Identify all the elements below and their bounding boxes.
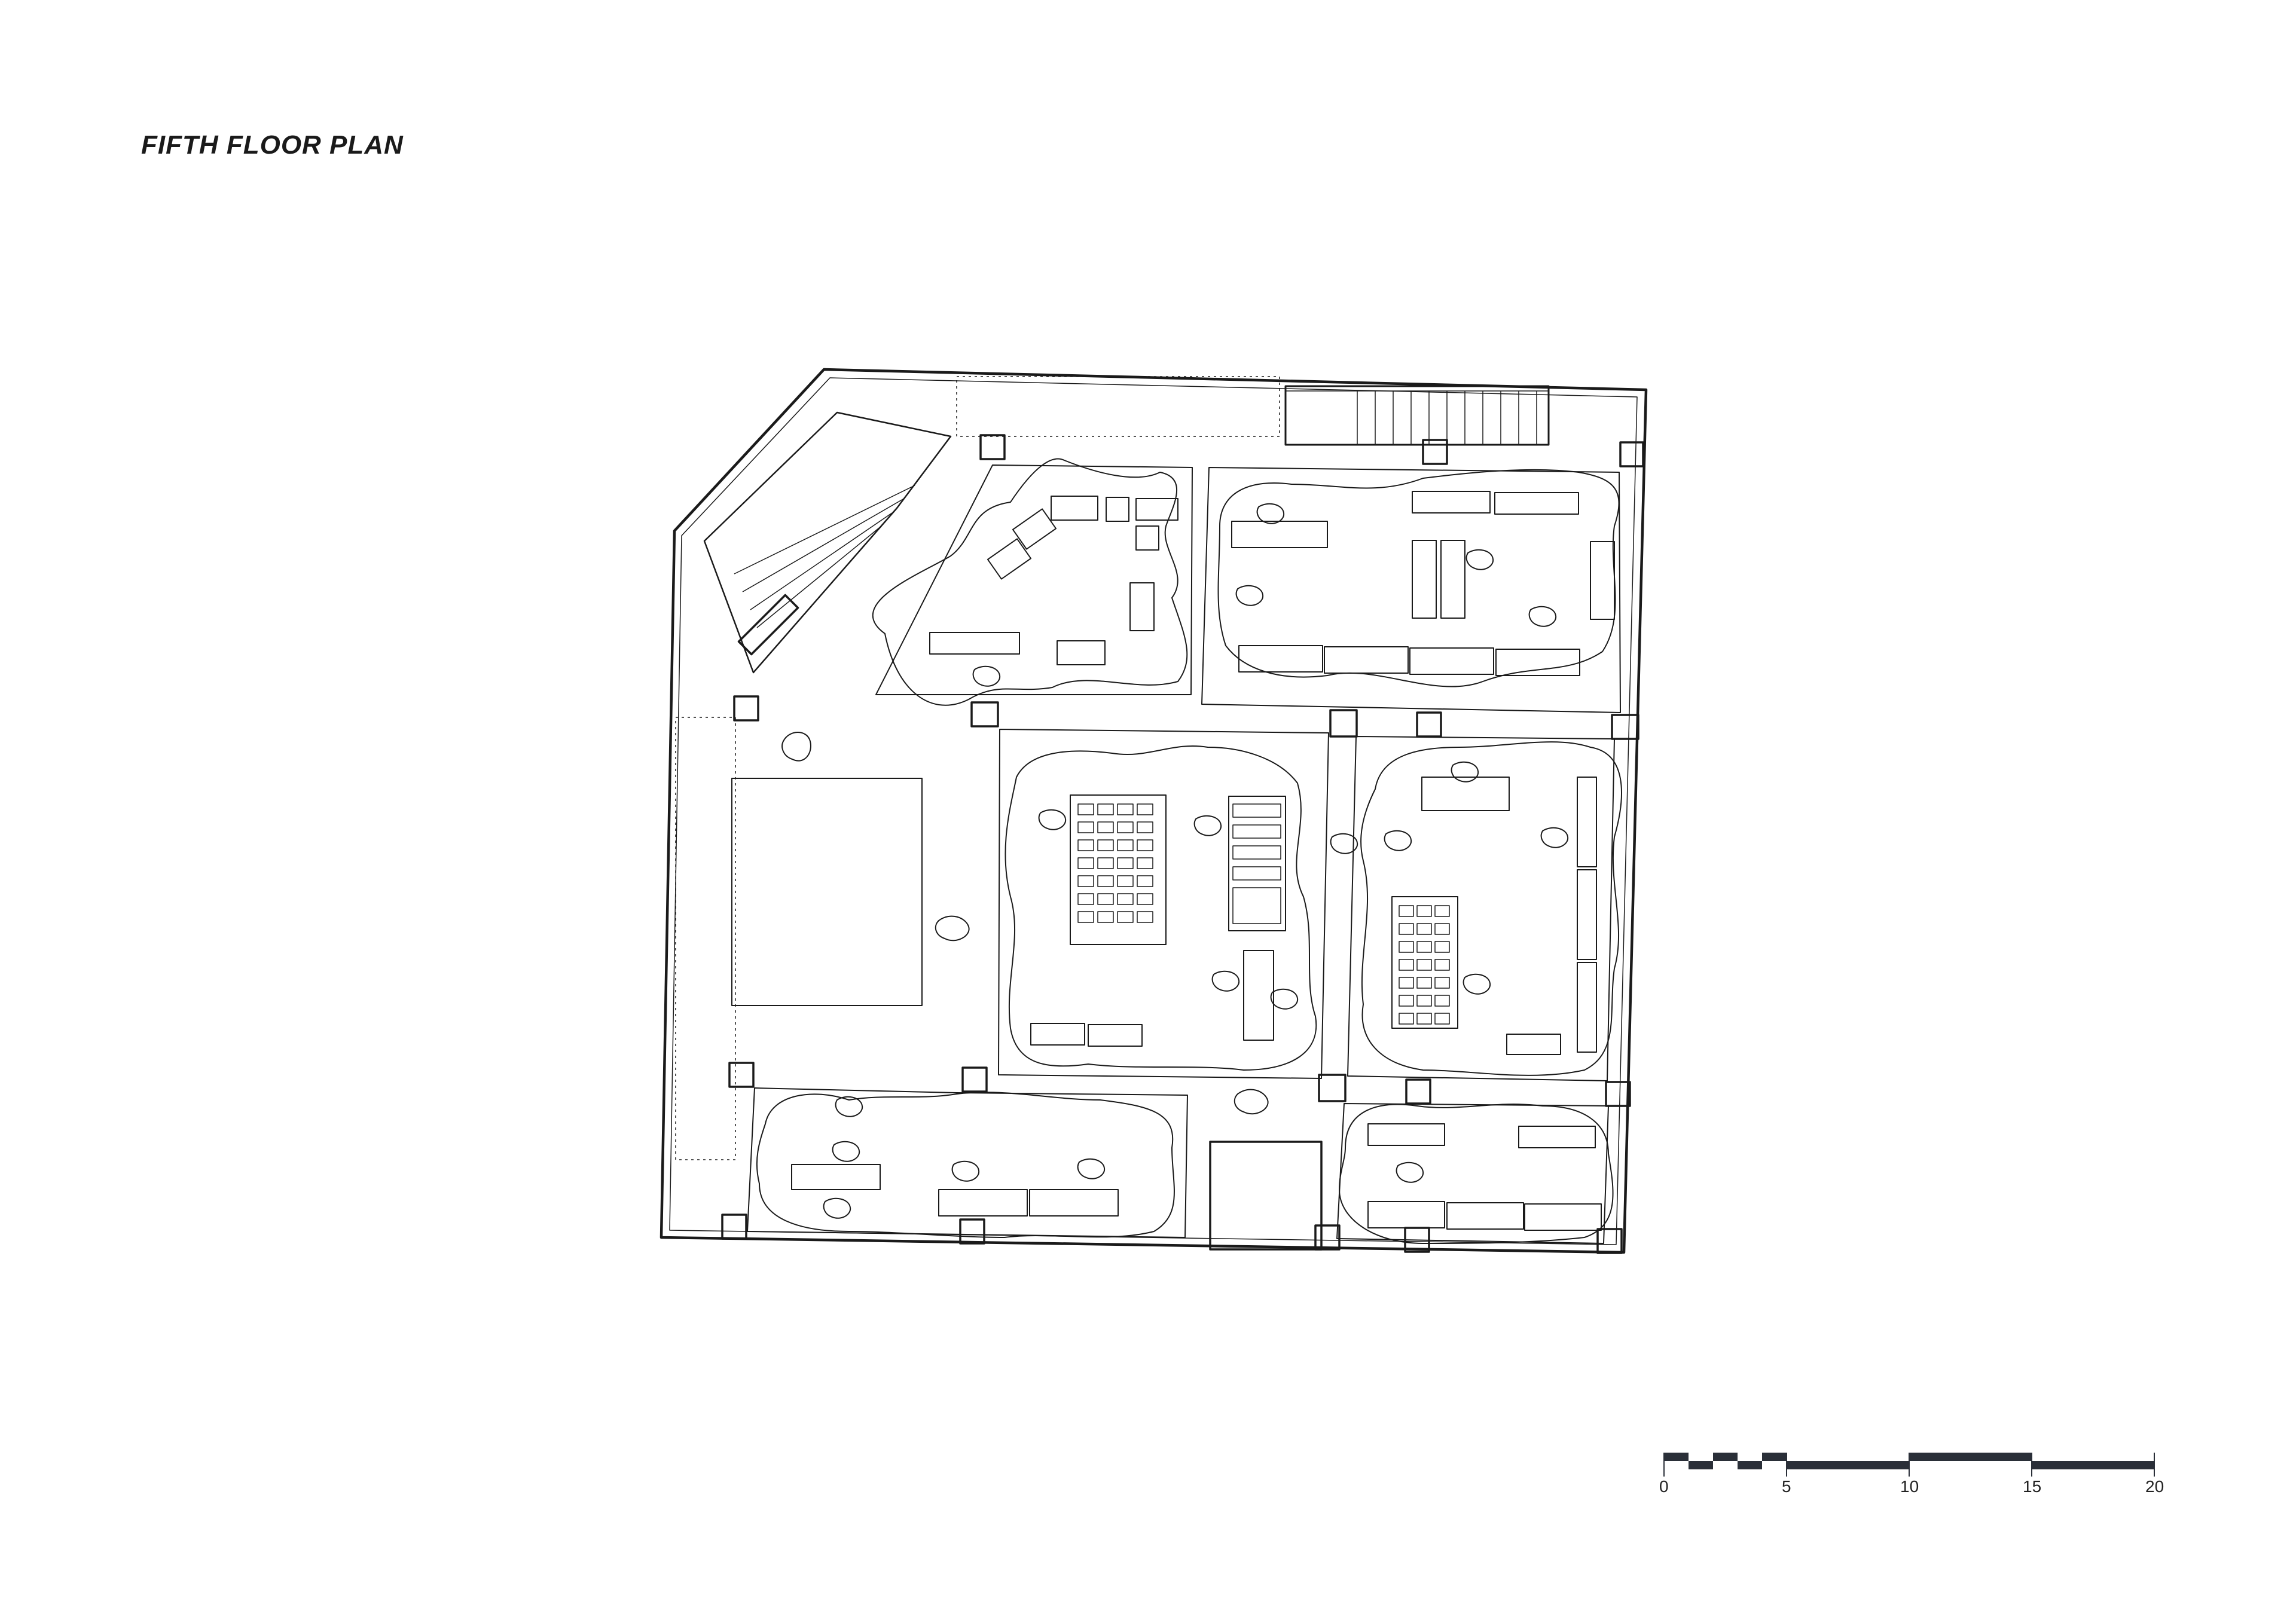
scale-tick-20: 20 (2145, 1477, 2164, 1496)
activity-zones (756, 458, 1622, 1244)
furniture (791, 491, 1615, 1231)
partitions (731, 464, 1621, 1251)
scale-bar-segments (1664, 1453, 2154, 1469)
north-ramp (956, 376, 1280, 437)
west-stair (703, 411, 952, 674)
people-figures (781, 503, 1569, 1219)
scale-tick-10: 10 (1900, 1477, 1919, 1496)
columns (721, 434, 1644, 1254)
scale-tick-5: 5 (1782, 1477, 1791, 1496)
scale-tick-0: 0 (1659, 1477, 1669, 1496)
seating-grid (1077, 803, 1450, 1025)
drawing-title: FIFTH FLOOR PLAN (141, 130, 404, 160)
west-ramp (675, 717, 736, 1160)
north-stair (1284, 385, 1550, 446)
scale-tick-15: 15 (2023, 1477, 2041, 1496)
